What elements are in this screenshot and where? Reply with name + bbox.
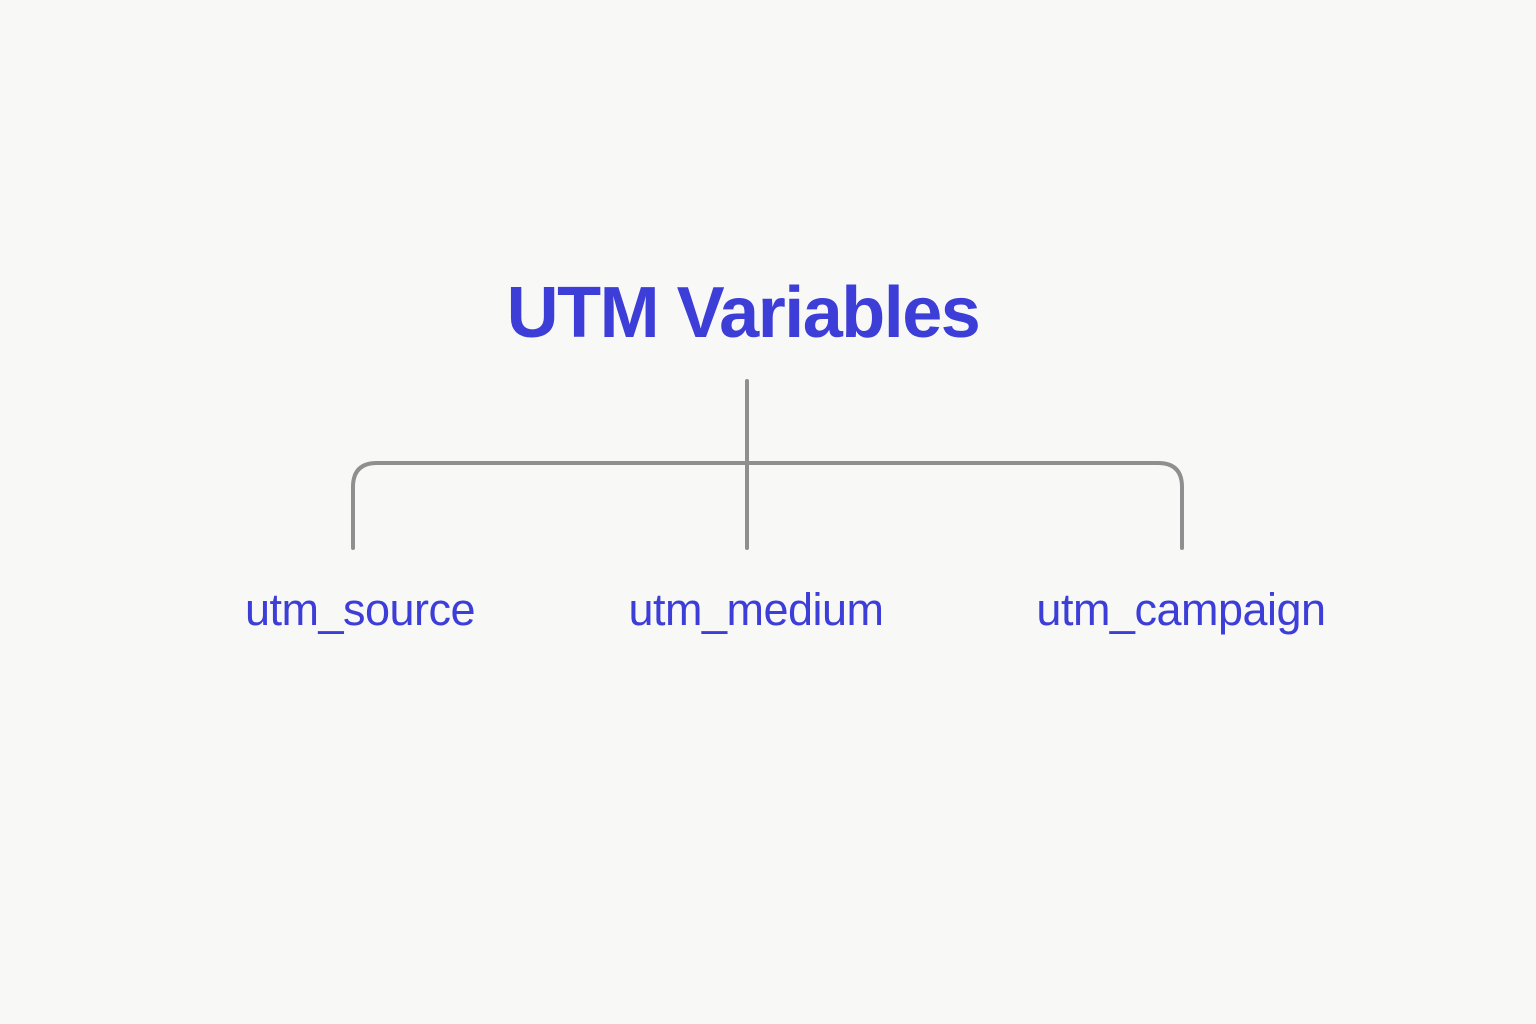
- connector-bracket-line: [351, 461, 1184, 550]
- diagram-title: UTM Variables: [506, 273, 981, 353]
- node-label-utm-campaign: utm_campaign: [1036, 584, 1326, 635]
- node-label-utm-source: utm_source: [244, 584, 476, 635]
- node-label-utm-medium: utm_medium: [628, 584, 884, 635]
